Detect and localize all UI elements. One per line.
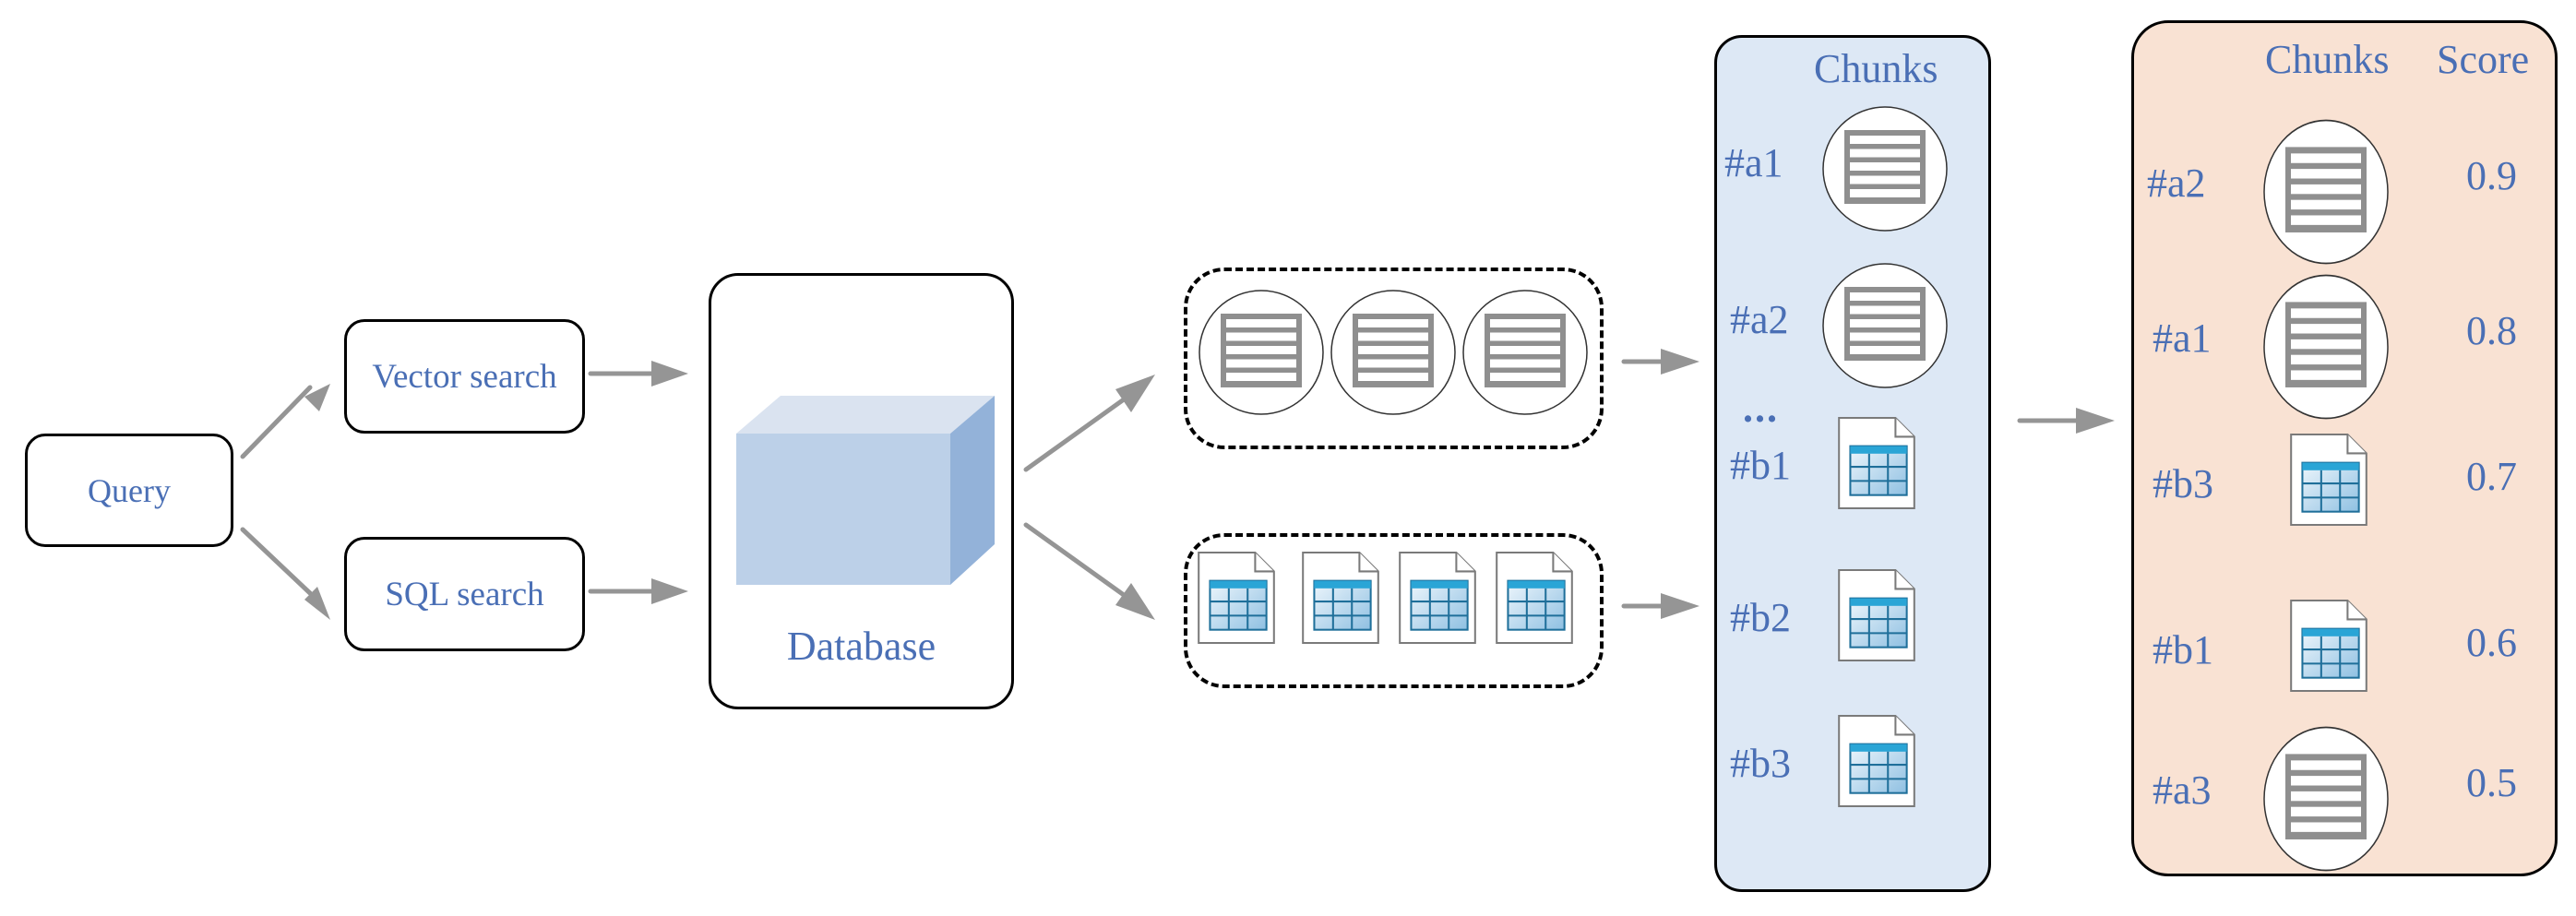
table-document-icon	[1838, 715, 1915, 807]
arrow-table-chunks-to-panel	[1621, 593, 1699, 619]
ellipsis: ...	[1743, 386, 1779, 431]
score-value: 0.5	[2466, 760, 2517, 805]
chunks-panel-header: Chunks	[1814, 46, 1938, 91]
retrieved-table-chunk	[1301, 551, 1380, 649]
arrow-database-to-text-chunks	[1023, 375, 1155, 472]
score-value: 0.7	[2466, 454, 2517, 499]
score-chunk-id: #a3	[2153, 767, 2212, 813]
chunk-id: #b3	[1730, 741, 1791, 786]
text-chunk-icon	[1330, 290, 1456, 415]
retrieved-table-chunk	[1398, 551, 1477, 649]
database-cube-icon	[736, 396, 995, 585]
retrieved-text-chunk	[1461, 288, 1590, 422]
retrieved-table-chunk	[1197, 551, 1276, 649]
text-chunk-icon	[1462, 290, 1588, 415]
retrieved-text-chunk	[1197, 288, 1326, 422]
chunk-id: #a2	[1730, 297, 1789, 342]
chunks-panel: Chunks ... #a1 #a2 #b1 #b2 #b3	[1714, 35, 1991, 892]
score-value: 0.6	[2466, 620, 2517, 665]
score-chunk-id: #b3	[2153, 461, 2213, 506]
text-chunk-icon	[1822, 263, 1948, 388]
table-document-icon	[2290, 434, 2367, 526]
retrieved-table-chunk	[1495, 551, 1574, 649]
arrow-text-chunks-to-panel	[1621, 349, 1699, 375]
score-chunk-id: #a1	[2153, 315, 2212, 361]
chunk-id: #b2	[1730, 595, 1791, 640]
score-panel-score-header: Score	[2437, 37, 2530, 82]
arrow-query-to-sql	[240, 527, 330, 620]
arrow-query-to-vector	[240, 384, 330, 459]
arrow-database-to-table-chunks	[1023, 522, 1155, 620]
arrow-chunks-to-scores	[2017, 408, 2115, 434]
text-chunk-icon	[2263, 119, 2389, 265]
query-node: Query	[25, 434, 233, 547]
arrow-vector-to-database	[588, 361, 688, 387]
table-document-icon	[1198, 552, 1275, 644]
database-label: Database	[786, 624, 936, 669]
table-document-icon	[1399, 552, 1476, 644]
vector-search-node: Vector search	[344, 319, 585, 434]
retrieved-table-chunks-group	[1184, 533, 1604, 688]
table-document-icon	[2290, 600, 2367, 692]
score-panel: Chunks Score #a2 0.9 #a1 0.8 #b3 0.7 #b1 0.6 #a3…	[2131, 20, 2558, 876]
arrow-sql-to-database	[588, 578, 688, 604]
score-panel-chunks-header: Chunks	[2265, 37, 2390, 82]
score-value: 0.8	[2466, 308, 2517, 353]
text-chunk-icon	[1822, 106, 1948, 232]
table-document-icon	[1302, 552, 1379, 644]
text-chunk-icon	[1199, 290, 1324, 415]
score-value: 0.9	[2466, 153, 2517, 198]
sql-search-node: SQL search	[344, 537, 585, 651]
chunk-id: #a1	[1724, 140, 1783, 185]
query-label: Query	[88, 471, 171, 509]
text-chunk-icon	[2263, 274, 2389, 420]
score-chunk-id: #b1	[2153, 627, 2213, 672]
retrieved-text-chunks-group	[1184, 268, 1604, 449]
text-chunk-icon	[2263, 726, 2389, 872]
sql-search-label: SQL search	[385, 575, 544, 613]
table-document-icon	[1838, 417, 1915, 509]
vector-search-label: Vector search	[372, 357, 557, 396]
table-document-icon	[1838, 569, 1915, 661]
table-document-icon	[1496, 552, 1573, 644]
database-node: Database	[709, 273, 1014, 709]
retrieved-text-chunk	[1329, 288, 1458, 422]
chunk-id: #b1	[1730, 443, 1791, 488]
score-chunk-id: #a2	[2147, 161, 2206, 206]
